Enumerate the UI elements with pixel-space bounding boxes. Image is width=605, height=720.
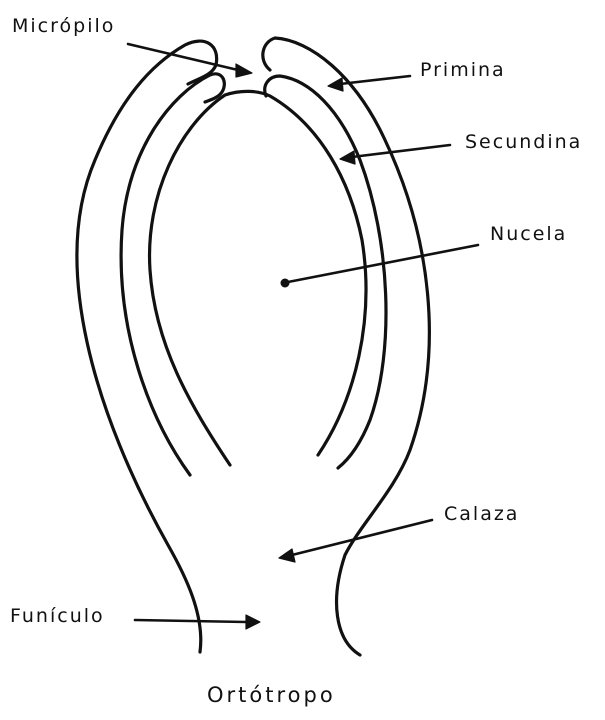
secundina-outline-left <box>121 74 224 475</box>
primina-pointer <box>328 76 410 91</box>
primina-label: Primina <box>420 59 506 81</box>
calaza-pointer <box>279 520 432 562</box>
funiculo-label: Funículo <box>10 605 105 627</box>
nucela-outline <box>150 91 366 465</box>
primina-outline <box>77 41 217 652</box>
nucela-label: Nucela <box>490 223 567 245</box>
secundina-outline-right <box>265 76 386 468</box>
secundina-label: Secundina <box>465 131 582 153</box>
calaza-label: Calaza <box>444 503 519 525</box>
diagram-caption: Ortótropo <box>207 683 336 707</box>
micropilo-pointer <box>128 44 252 77</box>
micropilo-label: Micrópilo <box>12 15 115 37</box>
nucela-pointer <box>281 245 479 288</box>
